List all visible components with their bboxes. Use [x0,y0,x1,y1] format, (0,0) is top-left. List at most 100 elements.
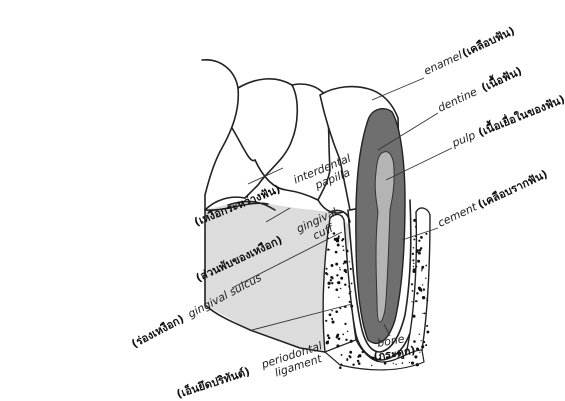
bone-dot [358,362,361,365]
bone-dot [402,362,404,364]
bone-dot [341,239,343,241]
bone-dot [415,266,417,268]
bone-dot [420,236,423,239]
bone-dot [340,277,343,280]
label-cement-th: (เคลือบรากฟัน) [476,167,550,211]
bone-dot [413,268,416,271]
bone-dot [335,251,338,254]
label-enamel: enamel (เคลือบฟัน) [422,24,517,78]
bone-dot [412,315,415,318]
bone-dot [350,305,353,308]
bone-dot [338,297,339,298]
bone-dot [409,362,410,363]
bone-dot [340,364,342,366]
bone-dot [415,226,417,228]
bone-dot [326,273,328,275]
bone-dot [337,244,340,247]
bone-dot [327,282,330,285]
bone-dot [371,365,372,366]
bone-dot [344,283,346,285]
bone-dot [411,362,414,365]
bone-dot [344,260,347,263]
bone-dot [331,320,334,323]
bone-dot [336,344,339,347]
bone-dot [421,345,424,348]
bone-dot [350,340,353,343]
bone-dot [344,323,346,325]
bone-dot [330,279,332,281]
bone-dot [422,296,425,299]
bone-dot [344,269,347,272]
label-ligament: (เอ็นยึดปริทันต์) periodontal ligament [174,339,327,401]
bone-dot [426,325,428,327]
bone-dot [424,313,426,315]
label-dentine-en: dentine [436,85,480,115]
bone-dot [335,310,338,313]
bone-dot [411,301,412,302]
bone-dot [425,278,426,279]
label-ligament-th: (เอ็นยึดปริทันต์) [175,364,252,401]
bone-dot [420,340,421,341]
bone-dot [341,354,343,356]
bone-dot [415,300,417,302]
bone-dot [327,248,329,250]
bone-dot [362,351,364,353]
bone-dot [418,287,421,290]
bone-dot [328,337,331,340]
bone-dot [413,238,415,240]
bone-dot [418,240,420,242]
bone-dot [331,282,333,284]
bone-dot [328,286,330,288]
bone-dot [347,359,348,360]
bone-dot [423,288,425,290]
bone-dot [413,219,416,222]
bone-dot [331,277,333,279]
bone-dot [421,270,422,271]
label-enamel-th: (เคลือบฟัน) [460,24,517,60]
bone-dot [425,265,427,267]
bone-dot [338,337,341,340]
bone-dot [426,331,429,334]
bone-dot [412,290,414,292]
bone-dot [417,260,420,263]
bone-dot [411,283,413,285]
bone-dot [349,261,350,262]
bone-dot [419,352,420,353]
bone-dot [416,363,419,366]
bone-dot [343,249,345,251]
bone-dot [416,348,419,351]
bone-dot [339,267,340,268]
bone-dot [337,282,339,284]
label-dentine: dentine (เนื้อฟัน) [435,63,524,115]
bone-dot [426,299,428,301]
label-enamel-en: enamel [422,49,465,78]
bone-dot [413,247,415,249]
bone-dot [340,288,342,290]
bone-dot [349,301,351,303]
bone-dot [345,339,347,341]
bone-dot [336,237,339,240]
bone-dot [331,310,333,312]
bone-dot [419,334,420,335]
bone-dot [335,288,338,291]
bone-dot [413,266,414,267]
label-cement-en: cement [436,200,480,230]
bone-dot [358,354,361,357]
label-dentine-th: (เนื้อฟัน) [478,63,524,95]
bone-dot [418,252,421,255]
bone-dot [425,344,427,346]
label-sulcus-th: (ร่องเหงือก) [129,312,186,351]
bone-dot [384,362,387,365]
bone-dot [352,363,354,365]
bone-dot [416,292,418,294]
label-pulp-th: (เนื้อเยื่อในของฟัน) [475,91,565,140]
bone-dot [393,363,394,364]
bone-dot [422,313,423,314]
bone-dot [342,245,344,247]
bone-dot [416,251,418,253]
bone-dot [339,269,341,271]
bone-dot [413,340,416,343]
bone-dot [421,266,424,269]
bone-dot [349,351,352,354]
